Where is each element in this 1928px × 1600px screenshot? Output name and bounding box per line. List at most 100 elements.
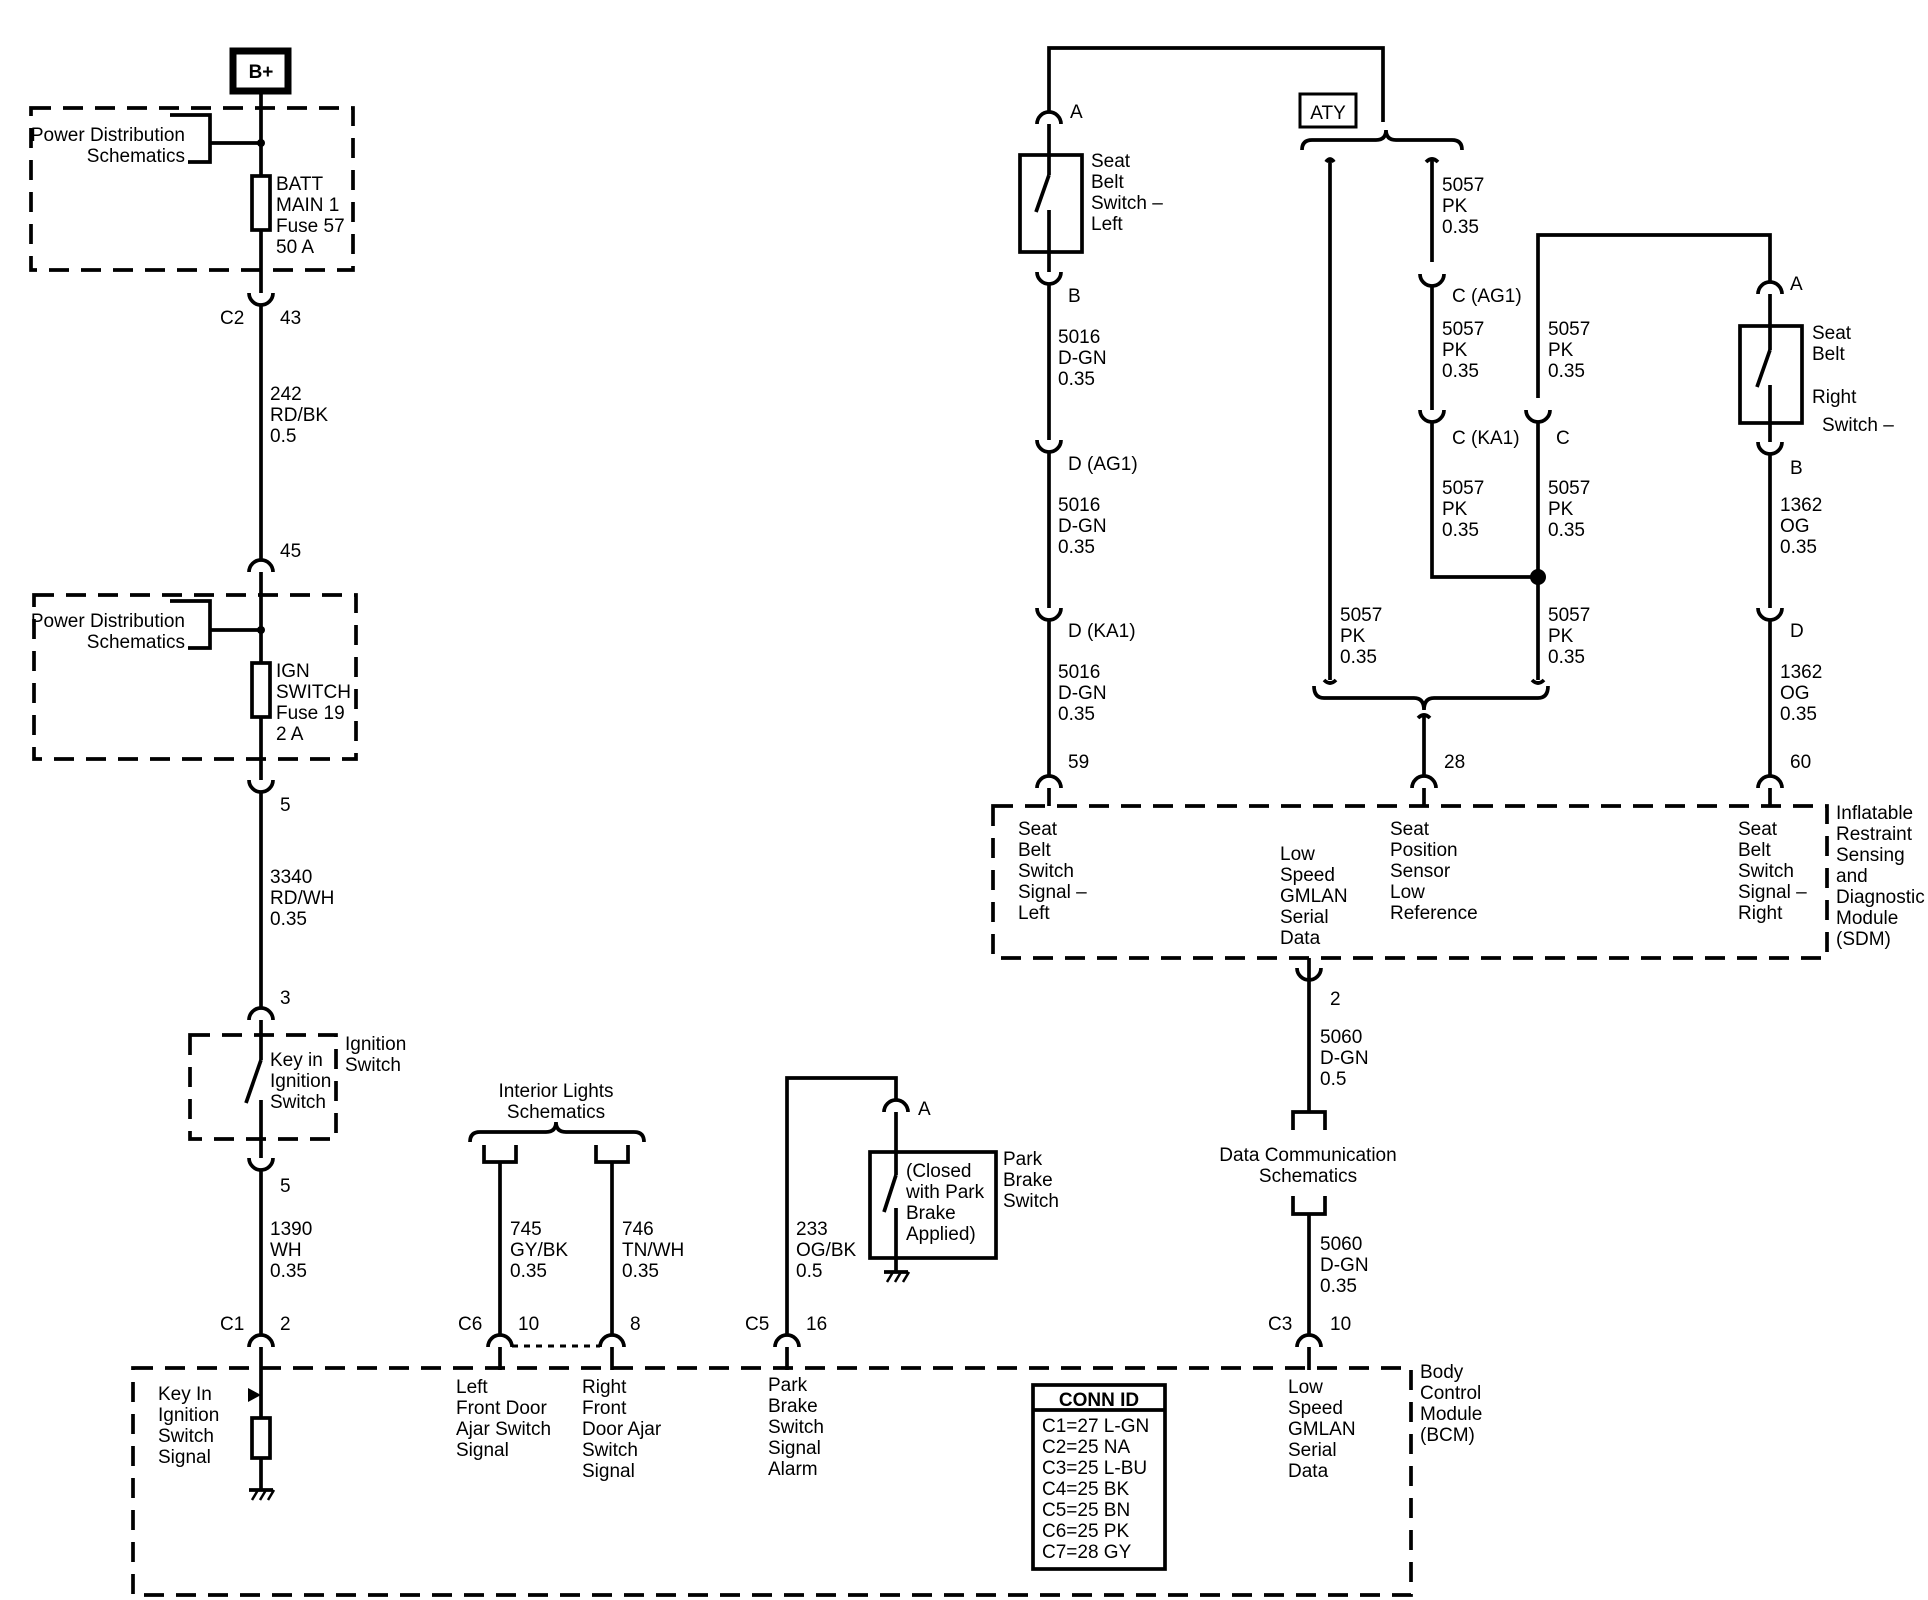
sdm-title-6: Module [1836, 908, 1898, 929]
wire-1390-number: 1390 [270, 1219, 312, 1240]
park-brake-pin-a: A [918, 1099, 931, 1120]
c5-pin: 16 [806, 1314, 827, 1335]
sdm-sbr-label-4: Signal – [1738, 882, 1807, 903]
fuse-19-icon [250, 661, 272, 719]
park-brake-note-2: with Park [905, 1182, 985, 1203]
c-ag1-label: C (AG1) [1452, 286, 1522, 307]
conn-id-row: C7=28 GY [1042, 1542, 1132, 1563]
sdm-sps-label-3: Sensor [1390, 861, 1451, 882]
sdm-sbr-label-3: Switch [1738, 861, 1794, 882]
wire-233-size: 0.5 [796, 1261, 822, 1282]
fuse-57-name: BATT [276, 174, 324, 195]
wire-746-size: 0.35 [622, 1261, 659, 1282]
bcm-key-label-4: Signal [158, 1447, 211, 1468]
wire-746-color: TN/WH [622, 1240, 684, 1261]
park-ground-icon [884, 1270, 911, 1283]
c3-label: C3 [1268, 1314, 1292, 1335]
dcs-bottom-connector-icon [1291, 1196, 1327, 1216]
park-brake-contact-icon [882, 1174, 898, 1213]
bcm-key-label-3: Switch [158, 1426, 214, 1447]
bcm-key-label-2: Ignition [158, 1405, 219, 1426]
aty-bottom-brace [1312, 685, 1550, 711]
wire-5016a-size: 0.35 [1058, 369, 1095, 390]
d-ag1-label: D (AG1) [1068, 454, 1138, 475]
bcm-lsg-label-4: Serial [1288, 1440, 1337, 1461]
fuse-19-circuit: SWITCH [276, 682, 351, 703]
c-ka1-label: C (KA1) [1452, 428, 1520, 449]
sdm-lsg-label-1: Low [1280, 844, 1315, 865]
wire-5060a-size: 0.5 [1320, 1069, 1346, 1090]
ignition-switch-contact-icon [244, 1059, 263, 1104]
sdm-sbr-label-1: Seat [1738, 819, 1778, 840]
dcs-subtitle: Schematics [1259, 1166, 1357, 1187]
sbl-label-1: Seat [1091, 151, 1131, 172]
c-ag1-connector-icon [1418, 273, 1446, 288]
fuse-57-number: Fuse 57 [276, 216, 345, 237]
aty-box [1298, 92, 1358, 129]
sdm-title-7: (SDM) [1836, 929, 1891, 950]
interior-lights-title: Interior Lights [498, 1081, 613, 1102]
sdm-sps-label-5: Reference [1390, 903, 1478, 924]
bcm-title-2: Control [1420, 1383, 1481, 1404]
bcm-title-1: Body [1420, 1362, 1464, 1383]
wire-5016b-color: D-GN [1058, 516, 1107, 537]
bcm-lsg-label-1: Low [1288, 1377, 1323, 1398]
sdm-sbl-label-1: Seat [1018, 819, 1058, 840]
sbl-pin-b-icon [1035, 271, 1063, 286]
wire-5057g-size: 0.35 [1340, 647, 1377, 668]
sdm-title-3: Sensing [1836, 845, 1905, 866]
park-brake-switch-box [868, 1150, 998, 1260]
sdm-pin-60: 60 [1790, 752, 1811, 773]
pds1-title: Power Distribution [31, 125, 185, 146]
wire-5057c-number: 5057 [1442, 478, 1484, 499]
wire-1390-size: 0.35 [270, 1261, 307, 1282]
sbl-pin-a: A [1070, 102, 1083, 123]
wire-5057a-number: 5057 [1442, 175, 1484, 196]
bcm-rf-label-1: Right [582, 1377, 627, 1398]
bcm-pb-label-4: Signal [768, 1438, 821, 1459]
c3-pin: 10 [1330, 1314, 1351, 1335]
park-brake-name-2: Brake [1003, 1170, 1053, 1191]
wire-3340-color: RD/WH [270, 888, 334, 909]
wire-5057g-color: PK [1340, 626, 1366, 647]
wire-242-color: RD/BK [270, 405, 328, 426]
sdm-pin59-icon [1035, 774, 1063, 789]
c1-connector-icon [247, 1333, 275, 1348]
wire-5016b-number: 5016 [1058, 495, 1100, 516]
c-ka1-connector-icon [1418, 409, 1446, 424]
pin-3-connector-icon [247, 1006, 275, 1021]
wire-5057a-color: PK [1442, 196, 1468, 217]
bcm-pb-label-1: Park [768, 1375, 808, 1396]
sbr-label-4: Switch – [1822, 415, 1894, 436]
pds2-title: Power Distribution [31, 611, 185, 632]
fuse-57-circuit: MAIN 1 [276, 195, 339, 216]
wire-242-number: 242 [270, 384, 302, 405]
bcm-lf-label-3: Ajar Switch [456, 1419, 551, 1440]
sbr-label-1: Seat [1812, 323, 1852, 344]
wire-5016b-size: 0.35 [1058, 537, 1095, 558]
ignition-switch-box [188, 1033, 338, 1141]
pin-c-connector-icon [1524, 409, 1552, 424]
c3-connector-icon [1295, 1333, 1323, 1348]
splice-point-icon [1530, 569, 1546, 585]
bcm-title-3: Module [1420, 1404, 1482, 1425]
sdm-pin60-icon [1756, 774, 1784, 789]
pin-5a-label: 5 [280, 795, 291, 816]
sdm-title-4: and [1836, 866, 1868, 887]
sdm-lsg-label-4: Serial [1280, 907, 1329, 928]
c1-pin: 2 [280, 1314, 291, 1335]
pds2-subtitle: Schematics [87, 632, 185, 653]
wire-5057g-number: 5057 [1340, 605, 1382, 626]
sbr-pin-a: A [1790, 274, 1803, 295]
conn-id-row: C1=27 L-GN [1042, 1416, 1149, 1437]
bcm-lf-label-1: Left [456, 1377, 488, 1398]
pin-45-connector-icon [247, 558, 275, 573]
c2-connector-icon [247, 292, 275, 307]
sbl-contact-icon [1034, 174, 1051, 213]
sdm-pin-2: 2 [1330, 989, 1341, 1010]
wire-1362a-color: OG [1780, 516, 1810, 537]
sdm-lsg-label-2: Speed [1280, 865, 1335, 886]
fuse-19-rating: 2 A [276, 724, 304, 745]
c6-pin10-connector-icon [486, 1333, 514, 1348]
